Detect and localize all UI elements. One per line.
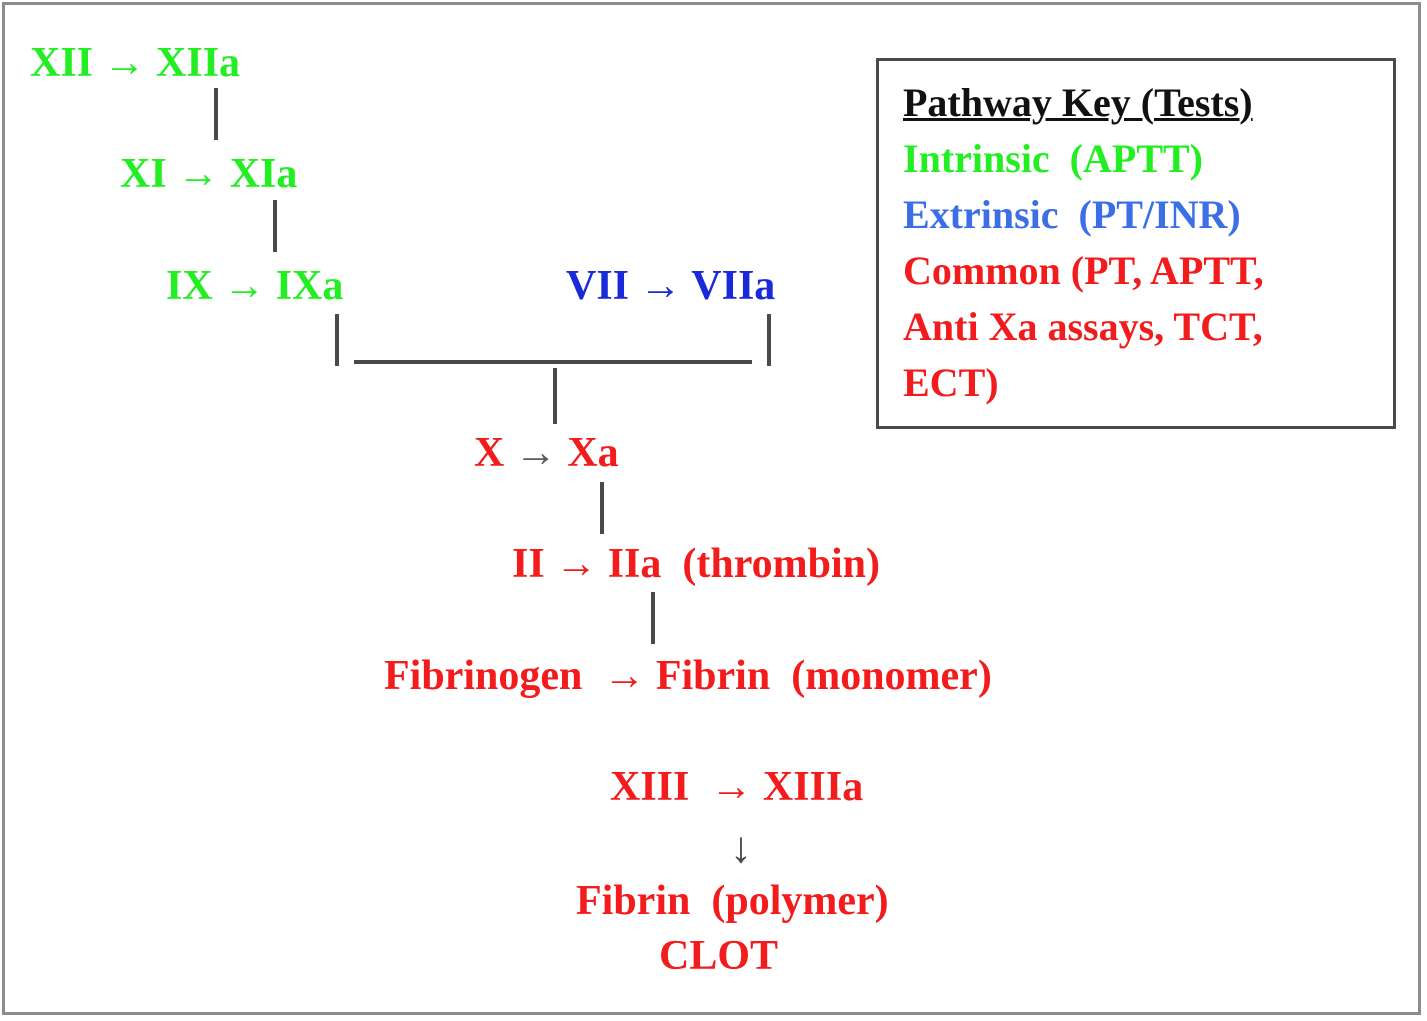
factor-xa-label: Xa <box>567 430 619 476</box>
fibrin-polymer-label: Fibrin <box>576 878 691 924</box>
connector-xi-ix <box>273 200 277 252</box>
polymer-note: (polymer) <box>711 878 889 924</box>
key-intrinsic-entry: Intrinsic (APTT) <box>903 136 1203 181</box>
pathway-key-title: Pathway Key (Tests) <box>903 80 1253 125</box>
factor-xi-label: XI <box>120 151 167 197</box>
key-common-entry-line1: Common (PT, APTT, <box>903 248 1264 293</box>
factor-vii-node: VII → VIIa <box>566 265 775 307</box>
connector-viia-down <box>767 314 771 366</box>
key-common-entry-line2: Anti Xa assays, TCT, <box>903 304 1263 349</box>
factor-vii-label: VII <box>566 263 630 309</box>
factor-xia-label: XIa <box>229 151 298 197</box>
connector-xii-xi <box>214 88 218 140</box>
factor-ix-node: IX → IXa <box>166 265 343 307</box>
activation-arrow: → <box>103 40 146 86</box>
activation-arrow: → <box>710 764 753 810</box>
key-extrinsic-entry: Extrinsic (PT/INR) <box>903 192 1241 237</box>
factor-x-node: X → Xa <box>474 432 619 474</box>
activation-arrow: → <box>223 263 266 309</box>
factor-x-label: X <box>474 430 505 476</box>
pathway-key-box: Pathway Key (Tests) Intrinsic (APTT) Ext… <box>876 58 1396 429</box>
down-arrow-icon: ↓ <box>730 823 752 872</box>
factor-xii-node: XII → XIIa <box>30 42 240 84</box>
factor-xiiia-label: XIIIa <box>762 764 864 810</box>
factor-xiii-label: XIII <box>610 764 690 810</box>
factor-ii-node: II → IIa (thrombin) <box>512 543 880 585</box>
fibrinogen-label: Fibrinogen <box>384 653 583 699</box>
fibrin-monomer-label: Fibrin <box>655 653 771 699</box>
fibrinogen-node: Fibrinogen → Fibrin (monomer) <box>384 655 992 697</box>
factor-ix-label: IX <box>166 263 213 309</box>
activation-arrow: → <box>555 541 598 587</box>
factor-xi-node: XI → XIa <box>120 153 297 195</box>
connector-junction-x <box>553 368 557 424</box>
thrombin-note: (thrombin) <box>682 541 880 587</box>
factor-iia-label: IIa <box>607 541 662 587</box>
factor-ii-label: II <box>512 541 545 587</box>
key-common-entry-line3: ECT) <box>903 360 999 405</box>
fibrin-polymer-node: Fibrin (polymer) <box>576 880 889 922</box>
factor-xii-label: XII <box>30 40 94 86</box>
clot-label: CLOT <box>659 933 779 979</box>
connector-iia-fibrinogen <box>651 592 655 644</box>
factor-xiii-node: XIII → XIIIa <box>610 766 863 808</box>
activation-arrow: → <box>514 430 557 476</box>
connector-ixa-down <box>335 314 339 366</box>
activation-arrow: → <box>177 151 220 197</box>
factor-viia-label: VIIa <box>691 263 776 309</box>
activation-arrow: → <box>603 653 646 699</box>
connector-xa-ii <box>600 482 604 534</box>
factor-xiia-label: XIIa <box>156 40 241 86</box>
activation-arrow: → <box>639 263 682 309</box>
monomer-note: (monomer) <box>791 653 992 699</box>
connector-junction-bar <box>354 360 752 364</box>
factor-ixa-label: IXa <box>275 263 344 309</box>
